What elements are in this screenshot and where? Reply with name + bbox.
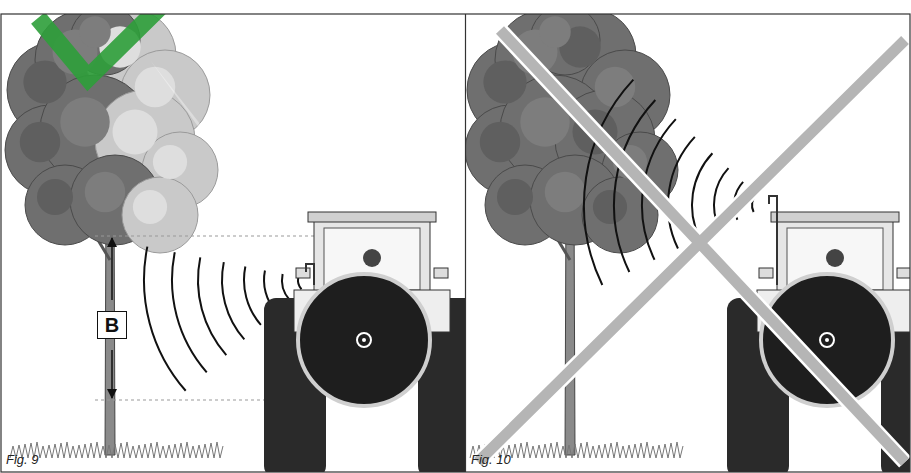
cross-mark bbox=[478, 30, 905, 462]
sensor-beam bbox=[150, 60, 316, 272]
tree bbox=[466, 14, 678, 455]
check-mark bbox=[38, 14, 165, 78]
cross-mark bbox=[478, 30, 905, 462]
sound-wave bbox=[144, 247, 186, 391]
right-panel bbox=[466, 14, 910, 472]
sound-wave bbox=[244, 266, 261, 324]
panel-divider bbox=[465, 14, 466, 472]
frame bbox=[1, 14, 910, 472]
dimension-box: B bbox=[97, 311, 127, 339]
figure-label: Fig. 9 bbox=[6, 452, 39, 467]
dimension-line bbox=[95, 236, 325, 237]
sound-wave bbox=[298, 277, 301, 289]
tractor bbox=[264, 212, 465, 472]
sound-wave bbox=[584, 80, 633, 285]
dimension-arrow bbox=[111, 238, 113, 300]
sound-wave bbox=[282, 274, 289, 300]
figure-label: Fig. 10 bbox=[471, 452, 511, 467]
sound-wave bbox=[222, 262, 244, 339]
sound-wave bbox=[198, 257, 226, 355]
grass bbox=[10, 442, 223, 458]
left-panel bbox=[5, 14, 465, 472]
sound-wave bbox=[172, 252, 207, 372]
dimension-arrow bbox=[111, 350, 113, 398]
tree bbox=[5, 14, 218, 455]
dimension-letter: B bbox=[105, 315, 119, 335]
